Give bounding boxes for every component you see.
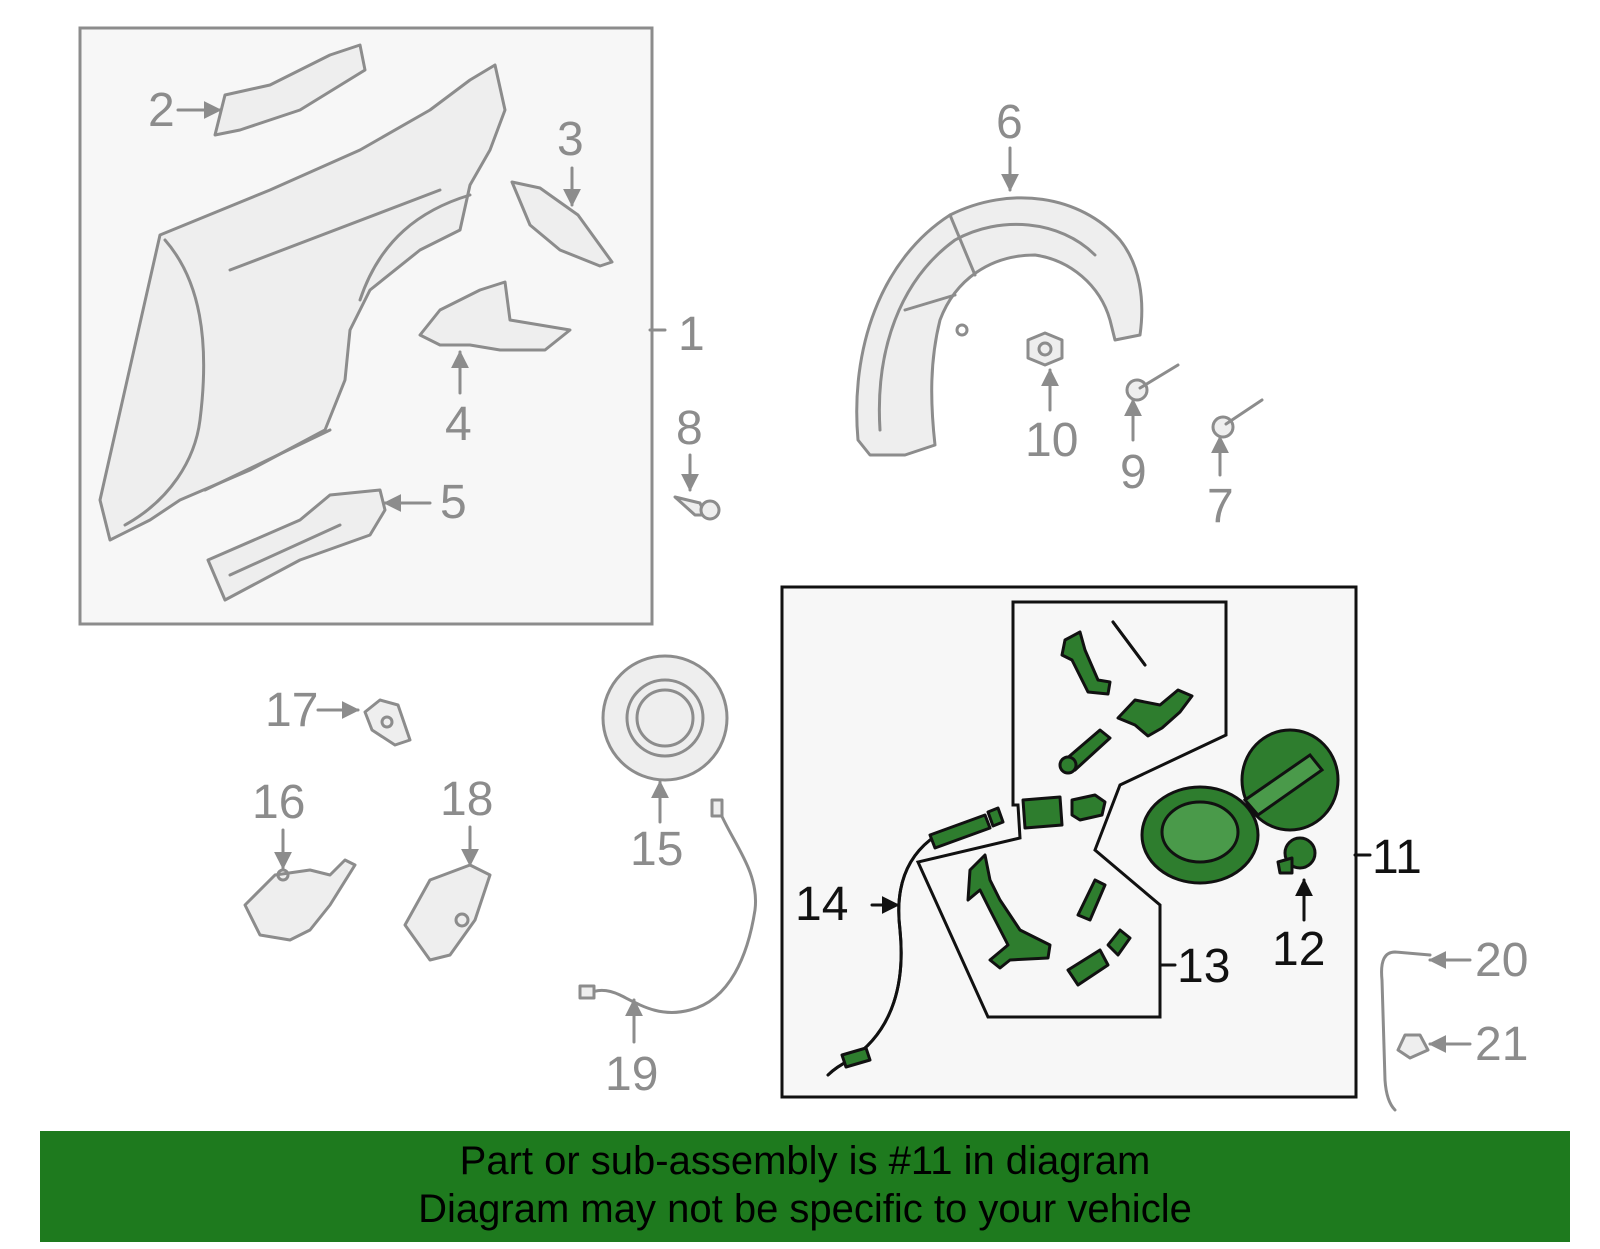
callout-3: 3 <box>557 113 584 166</box>
callout-5: 5 <box>440 476 467 529</box>
callout-2: 2 <box>148 84 175 137</box>
callout-6: 6 <box>996 96 1023 149</box>
part-18-bracket <box>403 863 492 962</box>
callout-9: 9 <box>1120 446 1147 499</box>
part-13-cap <box>1106 928 1132 957</box>
part-17-clip <box>363 698 412 747</box>
part-2-reinforcement <box>213 43 367 137</box>
part-9-bolt <box>1125 363 1180 402</box>
banner-line-1: Part or sub-assembly is #11 in diagram <box>459 1139 1151 1183</box>
part-7-bolt <box>1211 398 1264 439</box>
part-13-latch <box>1060 630 1112 696</box>
callout-1: 1 <box>678 308 705 361</box>
part-13-hinge-spring <box>1116 688 1194 738</box>
info-banner: Part or sub-assembly is #11 in diagram D… <box>40 1131 1570 1242</box>
part-12-bumper <box>1276 836 1317 875</box>
callout-11: 11 <box>1372 831 1422 884</box>
callout-18: 18 <box>440 773 493 826</box>
callout-21: 21 <box>1475 1018 1528 1071</box>
part-13-plunger <box>1070 793 1107 822</box>
callout-10: 10 <box>1025 414 1078 467</box>
fuel-door-assembly-box <box>780 585 1372 1099</box>
part-13-spring-2 <box>1066 948 1110 987</box>
part-13-subassembly-outline <box>915 600 1228 1019</box>
callout-16: 16 <box>252 776 305 829</box>
part-13-spring <box>1021 795 1064 830</box>
callout-12: 12 <box>1272 923 1325 976</box>
part-13-bolt <box>1076 878 1107 922</box>
callout-7: 7 <box>1207 480 1234 533</box>
part-15-filler-housing <box>601 654 729 782</box>
callout-15: 15 <box>630 823 683 876</box>
part-16-actuator <box>243 858 357 942</box>
part-13-lever <box>966 853 1052 970</box>
part-19-wire <box>578 798 758 1014</box>
callout-13: 13 <box>1177 940 1230 993</box>
callout-20: 20 <box>1475 934 1528 987</box>
part-10-nut <box>1026 331 1064 367</box>
callout-8: 8 <box>676 402 703 455</box>
part-3-bracket <box>510 180 614 268</box>
part-11-fuel-door <box>1140 728 1340 885</box>
callout-19: 19 <box>605 1048 658 1101</box>
callout-4: 4 <box>445 398 472 451</box>
callout-17: 17 <box>265 684 318 737</box>
part-20-21-wire <box>1380 950 1432 1112</box>
part-8-clip <box>673 495 721 521</box>
wheel-liner <box>855 196 1144 457</box>
part-4-brace <box>418 280 572 352</box>
quarter-panel-group <box>78 26 667 626</box>
banner-line-2: Diagram may not be specific to your vehi… <box>418 1187 1192 1231</box>
callout-14: 14 <box>795 878 848 931</box>
